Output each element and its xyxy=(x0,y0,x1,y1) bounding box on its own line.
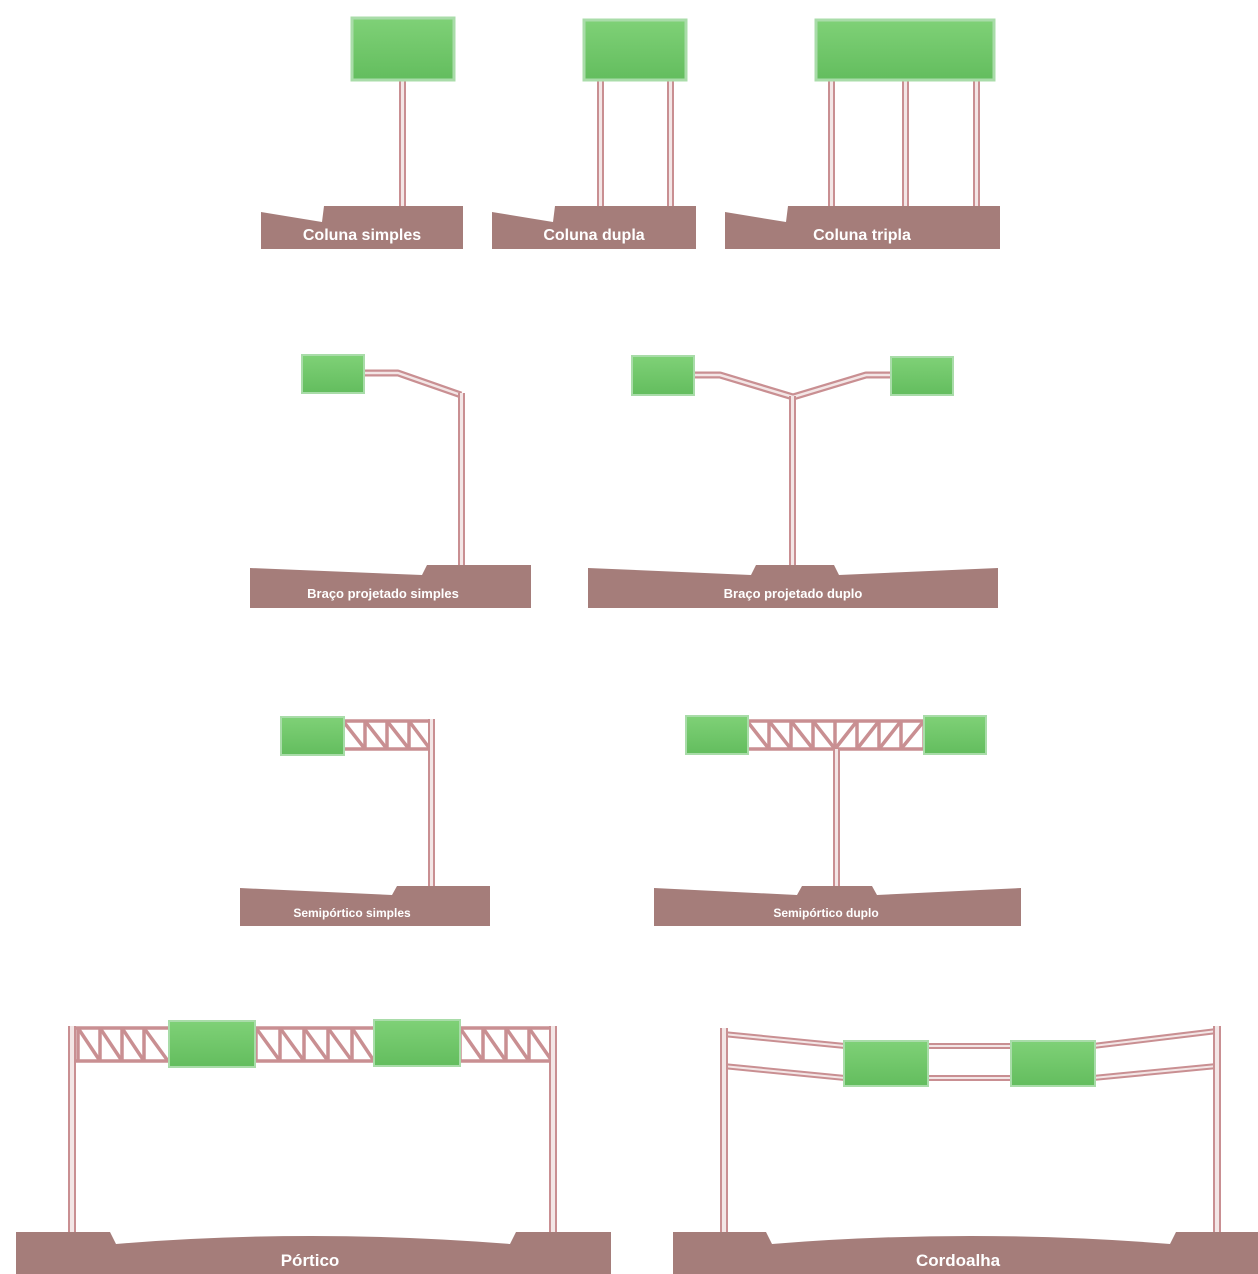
post xyxy=(428,719,435,889)
sign-panel-left xyxy=(685,715,749,755)
cordoalha-label: Cordoalha xyxy=(916,1251,1001,1270)
sign-panel xyxy=(814,18,996,82)
ground-base xyxy=(588,565,998,608)
sign-panel-right xyxy=(923,715,987,755)
braco-projetado-simples-label: Braço projetado simples xyxy=(307,586,459,601)
coluna-dupla-label: Coluna dupla xyxy=(543,227,644,244)
coluna-simples-diagram: Coluna simples xyxy=(261,16,463,249)
sign-panel xyxy=(280,716,345,756)
ground-base xyxy=(16,1232,611,1274)
ground-base xyxy=(725,206,1000,249)
ground-base xyxy=(654,886,1021,926)
post xyxy=(597,80,604,208)
ground-base xyxy=(240,886,490,926)
post-left xyxy=(720,1028,728,1235)
post xyxy=(399,80,406,208)
post-right xyxy=(549,1026,557,1234)
ground-base xyxy=(250,565,531,608)
sign-panel xyxy=(582,18,688,82)
braco-projetado-simples-diagram: Braço projetado simples xyxy=(250,354,531,608)
truss-beam xyxy=(70,1026,554,1063)
arm xyxy=(693,371,892,401)
post xyxy=(973,80,980,208)
ground-base xyxy=(261,206,463,249)
portico-label: Pórtico xyxy=(281,1251,340,1270)
post-right xyxy=(1213,1026,1221,1235)
post xyxy=(902,80,909,208)
post xyxy=(667,80,674,208)
braco-projetado-duplo-label: Braço projetado duplo xyxy=(724,586,863,601)
coluna-tripla-diagram: Coluna tripla xyxy=(725,18,1000,249)
braco-projetado-duplo-diagram: Braço projetado duplo xyxy=(588,355,998,608)
post xyxy=(833,749,840,889)
portico-diagram: Pórtico xyxy=(16,1019,611,1274)
semiportico-duplo-label: Semipórtico duplo xyxy=(773,906,878,920)
sign-panel-right xyxy=(890,356,954,396)
cables xyxy=(722,1028,1218,1081)
cordoalha-diagram: Cordoalha xyxy=(673,1026,1258,1274)
sign-panel-left xyxy=(631,355,695,396)
semiportico-simples-label: Semipórtico simples xyxy=(293,906,411,920)
sign-panel xyxy=(301,354,365,394)
coluna-tripla-label: Coluna tripla xyxy=(813,227,911,244)
sign-panel-right xyxy=(373,1019,461,1067)
semiportico-simples-diagram: Semipórtico simples xyxy=(240,716,490,926)
post-left xyxy=(68,1026,76,1234)
ground-base xyxy=(673,1232,1258,1274)
post xyxy=(828,80,835,208)
ground-base xyxy=(492,206,696,249)
sign-panel xyxy=(350,16,456,82)
sign-panel-left xyxy=(168,1020,256,1068)
truss-beam xyxy=(341,719,432,751)
post xyxy=(458,393,465,571)
truss-beam xyxy=(745,719,926,751)
coluna-dupla-diagram: Coluna dupla xyxy=(492,18,696,249)
semiportico-duplo-diagram: Semipórtico duplo xyxy=(654,715,1021,926)
sign-panel-left xyxy=(843,1040,929,1087)
sign-panel-right xyxy=(1010,1040,1096,1087)
coluna-simples-label: Coluna simples xyxy=(303,227,421,244)
arm xyxy=(362,369,463,399)
post xyxy=(789,396,796,568)
